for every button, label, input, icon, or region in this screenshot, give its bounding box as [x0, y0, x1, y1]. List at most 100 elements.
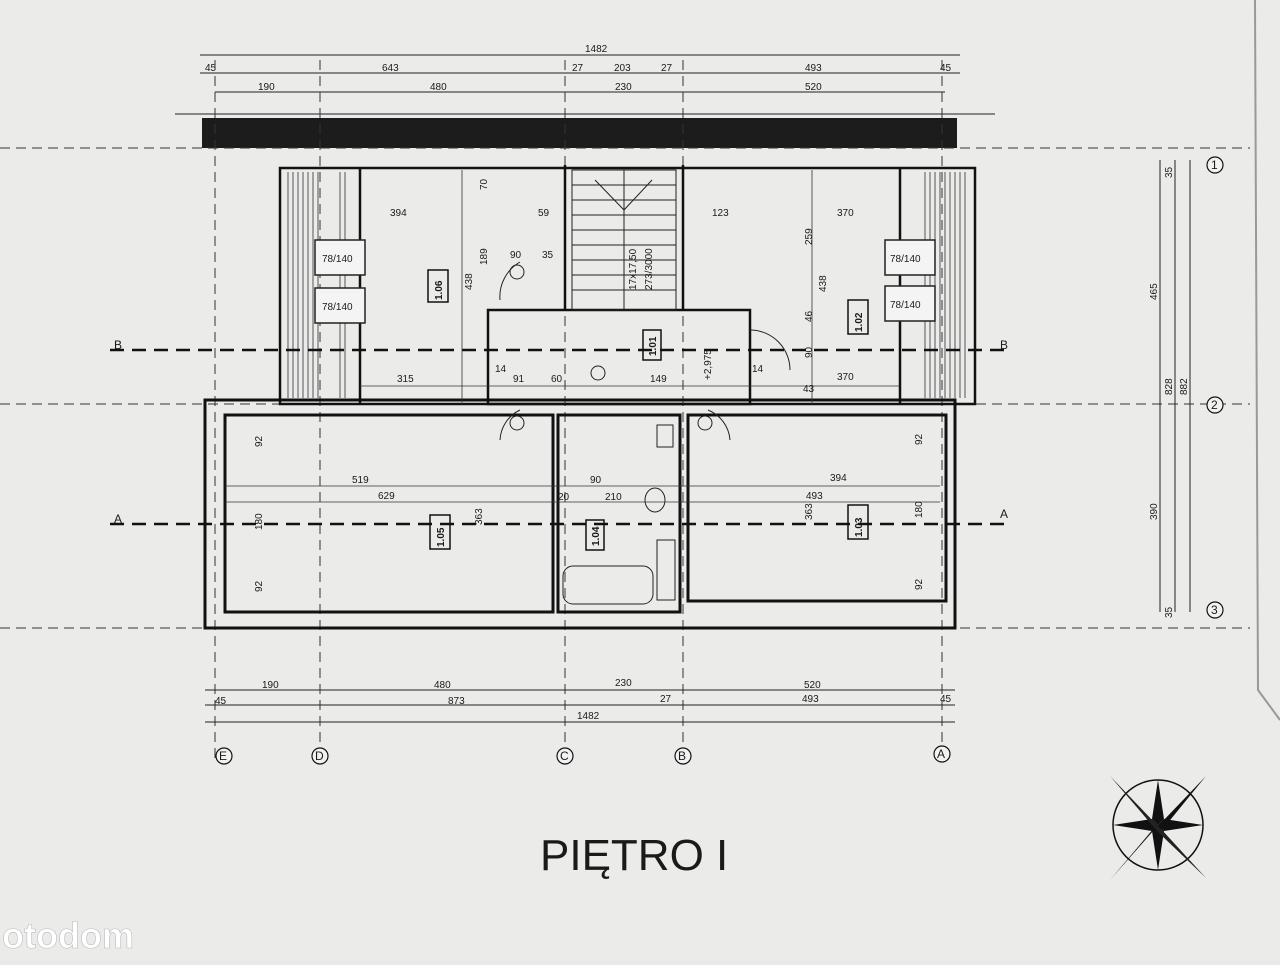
dim-top-3-1: 480	[430, 82, 447, 93]
svg-text:123: 123	[712, 208, 729, 219]
svg-text:14: 14	[495, 364, 507, 375]
room-1-06: 1.06 394 438 189 70 59 90 35 315	[390, 178, 554, 385]
dim-top-3-0: 190	[258, 82, 275, 93]
svg-text:370: 370	[837, 372, 854, 383]
room-1-05: 1.05 519 629 363 180 92 92	[254, 435, 485, 592]
svg-text:394: 394	[390, 208, 407, 219]
door-swings	[499, 261, 791, 441]
section-b-right: B	[1000, 338, 1008, 352]
svg-text:91: 91	[513, 374, 525, 385]
svg-text:180: 180	[254, 513, 265, 530]
svg-text:438: 438	[818, 275, 829, 292]
axis-e-label: E	[219, 749, 227, 763]
window-label-2: 78/140	[322, 302, 353, 313]
lower-walls	[203, 398, 957, 630]
room-id-1-01: 1.01	[648, 336, 659, 356]
svg-text:370: 370	[837, 208, 854, 219]
roof-windows	[314, 239, 936, 324]
room-id-1-05: 1.05	[436, 527, 447, 547]
otodom-watermark-logo: otodom	[2, 915, 134, 956]
dim-right-0: 465	[1149, 283, 1160, 300]
dim-top-2-2: 27	[572, 63, 584, 74]
dim-right-3: 390	[1149, 503, 1160, 520]
section-a-right: A	[1000, 507, 1008, 521]
svg-text:438: 438	[464, 273, 475, 290]
axis-3-label: 3	[1211, 603, 1218, 617]
dim-bottom-1-2: 230	[615, 678, 632, 689]
dim-top-2-3: 203	[614, 63, 631, 74]
dim-bottom-1-3: 520	[804, 680, 821, 691]
dim-bottom-1-0: 190	[262, 680, 279, 691]
dim-top-2-4: 27	[661, 63, 673, 74]
dim-bottom-overall: 1482	[577, 711, 600, 722]
svg-text:629: 629	[378, 491, 395, 502]
paper-fold-line	[1254, 0, 1280, 721]
bottom-dimension-lines	[205, 689, 955, 723]
internal-dimension-lines	[225, 170, 940, 503]
room-id-1-04: 1.04	[591, 526, 602, 546]
dim-right-1: 828	[1164, 378, 1175, 395]
svg-text:14: 14	[752, 364, 764, 375]
compass-rose-icon	[1110, 776, 1206, 880]
svg-text:92: 92	[254, 435, 265, 447]
room-id-1-06: 1.06	[434, 280, 445, 300]
section-a-left: A	[114, 512, 122, 526]
svg-text:90: 90	[590, 475, 602, 486]
svg-text:363: 363	[804, 503, 815, 520]
section-b-left: B	[114, 338, 122, 352]
dim-bottom-2-0: 45	[215, 696, 227, 707]
svg-text:17x17,50: 17x17,50	[628, 248, 639, 290]
roof-eaves-band	[202, 118, 957, 148]
room-id-1-02: 1.02	[854, 312, 865, 332]
svg-text:92: 92	[914, 578, 925, 590]
svg-text:43: 43	[803, 384, 815, 395]
svg-text:70: 70	[479, 178, 490, 190]
svg-text:60: 60	[551, 374, 563, 385]
dim-right-4: 35	[1164, 166, 1175, 178]
svg-text:273/3000: 273/3000	[644, 248, 655, 290]
room-1-03: 1.03 394 493 363 180 92 92	[804, 433, 925, 590]
room-id-1-03: 1.03	[854, 517, 865, 537]
svg-text:493: 493	[806, 491, 823, 502]
dim-top-2-0: 45	[205, 63, 217, 74]
svg-text:59: 59	[538, 208, 550, 219]
window-label-3: 78/140	[890, 254, 921, 265]
room-1-01: 1.01 17x17,50 273/3000 +2,975 91 60 149 …	[495, 248, 764, 385]
dim-bottom-2-3: 493	[802, 694, 819, 705]
svg-text:90: 90	[510, 250, 522, 261]
svg-text:149: 149	[650, 374, 667, 385]
axis-d-label: D	[315, 749, 324, 763]
right-dimension-lines	[1159, 160, 1191, 612]
svg-text:92: 92	[914, 433, 925, 445]
dim-bottom-2-4: 45	[940, 694, 952, 705]
floor-title: PIĘTRO I	[540, 831, 728, 880]
svg-text:259: 259	[804, 228, 815, 245]
axis-2-label: 2	[1211, 398, 1218, 412]
svg-text:189: 189	[479, 248, 490, 265]
svg-text:315: 315	[397, 374, 414, 385]
axis-1-label: 1	[1211, 158, 1218, 172]
dim-bottom-1-1: 480	[434, 680, 451, 691]
svg-text:519: 519	[352, 475, 369, 486]
svg-text:363: 363	[474, 508, 485, 525]
dim-bottom-2-2: 27	[660, 694, 672, 705]
window-label-4: 78/140	[890, 300, 921, 311]
dim-top-2-6: 45	[940, 63, 952, 74]
staircase	[571, 169, 677, 311]
svg-text:394: 394	[830, 473, 847, 484]
svg-text:+2,975: +2,975	[703, 349, 714, 380]
axis-bubbles-right	[1206, 156, 1224, 619]
dim-overall-top: 1482	[585, 44, 608, 55]
svg-text:92: 92	[254, 580, 265, 592]
dim-top-2-1: 643	[382, 63, 399, 74]
axis-c-label: C	[560, 749, 569, 763]
dim-right-2: 882	[1179, 378, 1190, 395]
room-1-02: 1.02 123 370 259 438 46 43 370 90	[712, 208, 869, 395]
svg-text:20: 20	[558, 492, 570, 503]
dim-top-3-3: 520	[805, 82, 822, 93]
dim-top-3-2: 230	[615, 82, 632, 93]
window-label-1: 78/140	[322, 254, 353, 265]
dim-top-2-5: 493	[805, 63, 822, 74]
